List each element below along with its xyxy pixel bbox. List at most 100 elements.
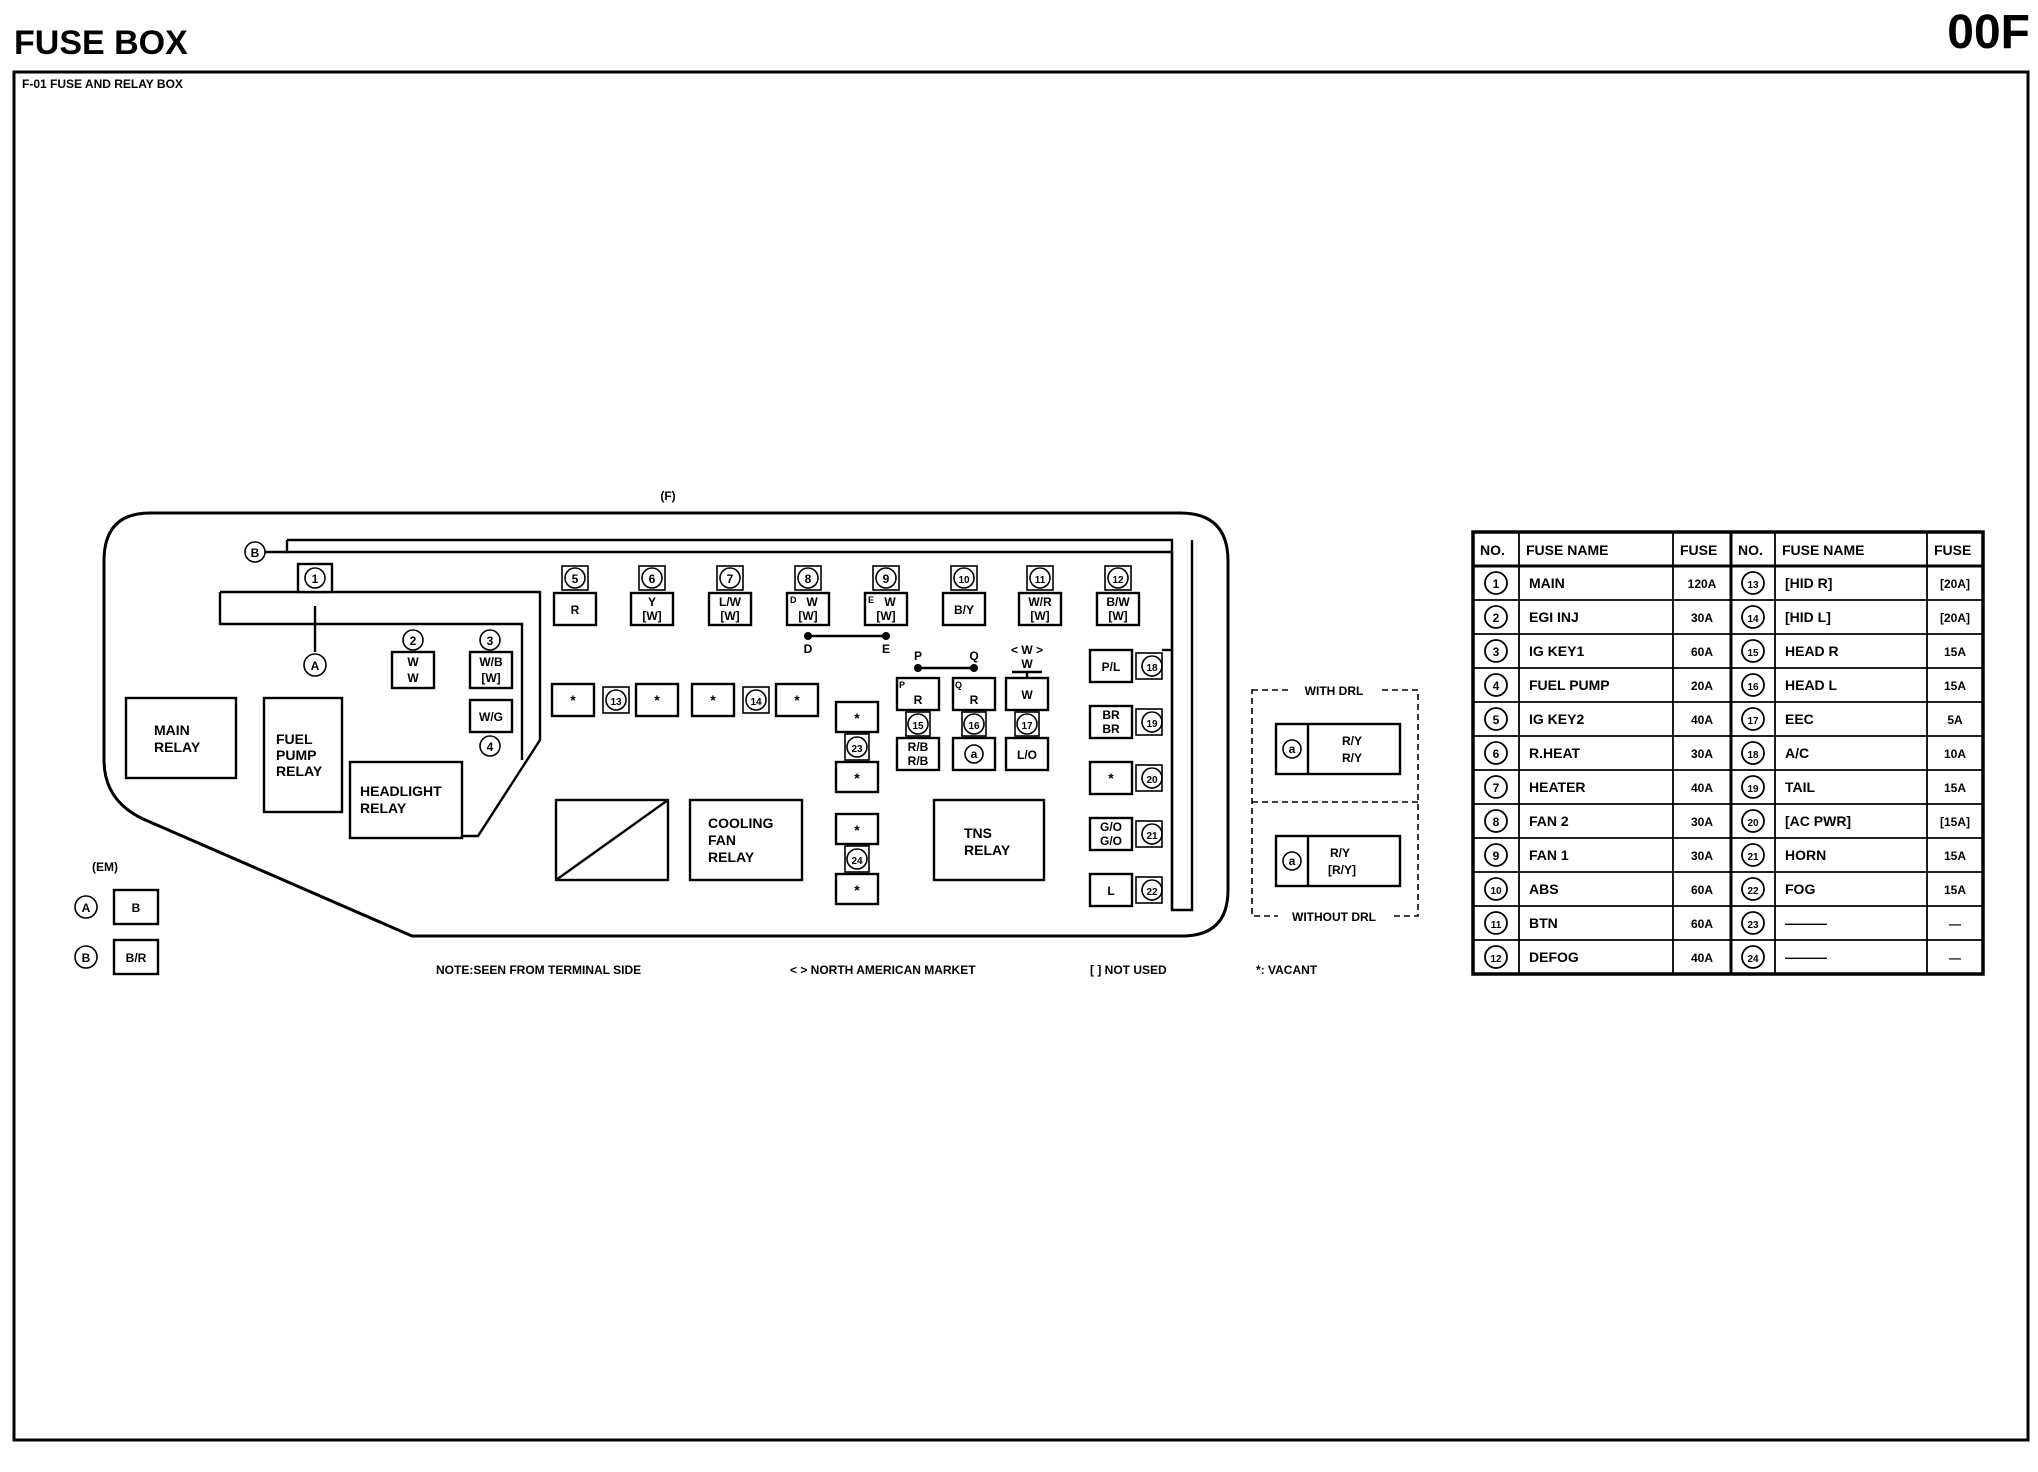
em-connector-b-box [112,938,160,976]
fuse-box-outline [102,511,1230,938]
fuse-table-name: ——— [1785,949,1827,965]
fuse-8-line-1: W [806,595,818,609]
fuse-21-number: 21 [1146,831,1158,842]
fuse-table-name: FOG [1785,881,1815,897]
fuse-table-number-circle [1484,809,1508,833]
fuse-table-name: ABS [1529,881,1559,897]
fuse-11-line-2: [W] [1030,609,1049,623]
fuse-21: G/O G/O 21 [1088,816,1163,852]
fuse-table-rating: 40A [1691,951,1713,965]
em-connector-a-box [112,888,160,926]
fuse-table-rating: 120A [1688,577,1717,591]
fuel-pump-relay-line-3: RELAY [276,763,323,779]
main-relay-line-1: MAIN [154,722,190,738]
fuse-table-name: FUEL PUMP [1529,677,1610,693]
fuse-table-number: 9 [1493,849,1500,863]
outer-frame [12,70,2030,1442]
drl-with-line-2: R/Y [1342,751,1362,765]
fuse-table-number-circle [1484,605,1508,629]
fuse-19-number: 19 [1146,719,1158,730]
fuse-12: 12 B/W [W] [1095,567,1141,627]
joint-d-label: D [804,642,813,656]
fuse-12-line-2: [W] [1108,609,1127,623]
fuse-table-number: 16 [1747,682,1759,693]
drl-with-circle [1282,739,1302,759]
fuse-3-line-2: [W] [481,671,500,685]
drl-without-line-2: [R/Y] [1328,863,1356,877]
fuse-table-number-circle [1741,571,1765,595]
page-title: FUSE BOX [14,24,188,62]
fuse-21-line-1: G/O [1100,820,1122,834]
fuse-11-line-1: W/R [1028,595,1052,609]
fuse-table-rating: 15A [1944,781,1966,795]
fuse-table-number-circle [1741,707,1765,731]
fuse-22-number: 22 [1146,887,1158,898]
fuse-17-number: 17 [1021,721,1033,732]
fuse-table-number-circle [1484,741,1508,765]
fuse-table-number-circle [1484,945,1508,969]
fuse-table-number: 1 [1493,577,1500,591]
fuse-table-rating: 60A [1691,645,1713,659]
fuse-2-box [390,650,436,690]
fuse-table-number: 11 [1491,920,1502,931]
fuse-7-number: 7 [727,572,734,586]
drl-without-label-bg [1278,906,1390,926]
fuse-4-line-1: W/G [479,710,503,724]
fuse-2-number: 2 [410,634,417,648]
fuse-table-rating: 30A [1691,849,1713,863]
fuse-table-name: IG KEY1 [1529,643,1584,659]
fuse-6-number: 6 [649,572,656,586]
fuse-8-line-2: [W] [798,609,817,623]
fuse-15: P R 15 R/B R/B [895,676,941,772]
fuse-9-number: 9 [883,572,890,586]
fuse-table-number-circle [1741,877,1765,901]
fuse-16-tag: Q [955,680,962,690]
fuel-pump-relay-line-2: PUMP [276,747,316,763]
fuse-table-number: 8 [1493,815,1500,829]
tns-relay [932,798,1046,882]
joint-w-label: W [1021,657,1033,671]
fuse-22: L 22 [1088,872,1163,908]
note-vacant: *: VACANT [1256,963,1318,977]
fuse-table-header: NO. [1738,542,1763,558]
em-connector-a-color: B [132,901,141,915]
em-connector-a-circle [74,895,98,919]
fuse-16: Q R 16 a [951,676,997,772]
fuse-21-line-2: G/O [1100,834,1122,848]
fuse-11-number: 11 [1035,575,1046,586]
fuse-table-rating: 15A [1944,849,1966,863]
fuse-8-tag: D [790,595,797,605]
fuse-15-line-1: R [914,693,923,707]
fuse-20-line-1: * [1108,770,1114,786]
fuse-table-number-circle [1741,775,1765,799]
em-connector-a-letter: A [82,901,91,915]
em-connector-b-circle [74,945,98,969]
fuse-6: 6 Y [W] [629,567,675,627]
fuse-table-name: FAN 2 [1529,813,1569,829]
fuse-table-number: 19 [1747,784,1759,795]
drl-without-circle-letter: a [1289,854,1296,868]
fuse-5-line-1: R [571,603,580,617]
fuse-4-box [468,698,514,734]
fuse-18-line-1: P/L [1102,660,1121,674]
cooling-fan-relay [688,798,804,882]
fuse-20: * 20 [1088,760,1163,796]
fuse-6-line-1: Y [648,595,656,609]
em-label: (EM) [92,860,118,874]
fuse-table-header: FUSE [1680,542,1717,558]
fuse-table-name: IG KEY2 [1529,711,1584,727]
fuse-table-rating: 40A [1691,781,1713,795]
fuse-7: 7 L/W [W] [707,567,753,627]
fuse-table-header: NO. [1480,542,1505,558]
fuse-table-rating: 20A [1691,679,1713,693]
blank-relay-diagonal [555,799,669,881]
fuse-table-number-circle [1484,571,1508,595]
fuse-18-number: 18 [1146,663,1158,674]
fuse-2-circle [402,629,424,651]
fuse-table-number: 6 [1493,747,1500,761]
tns-relay-line-1: TNS [964,825,992,841]
fuse-table-name: A/C [1785,745,1809,761]
fuse-table-header: FUSE NAME [1782,542,1864,558]
fuse-table-number-circle [1741,945,1765,969]
